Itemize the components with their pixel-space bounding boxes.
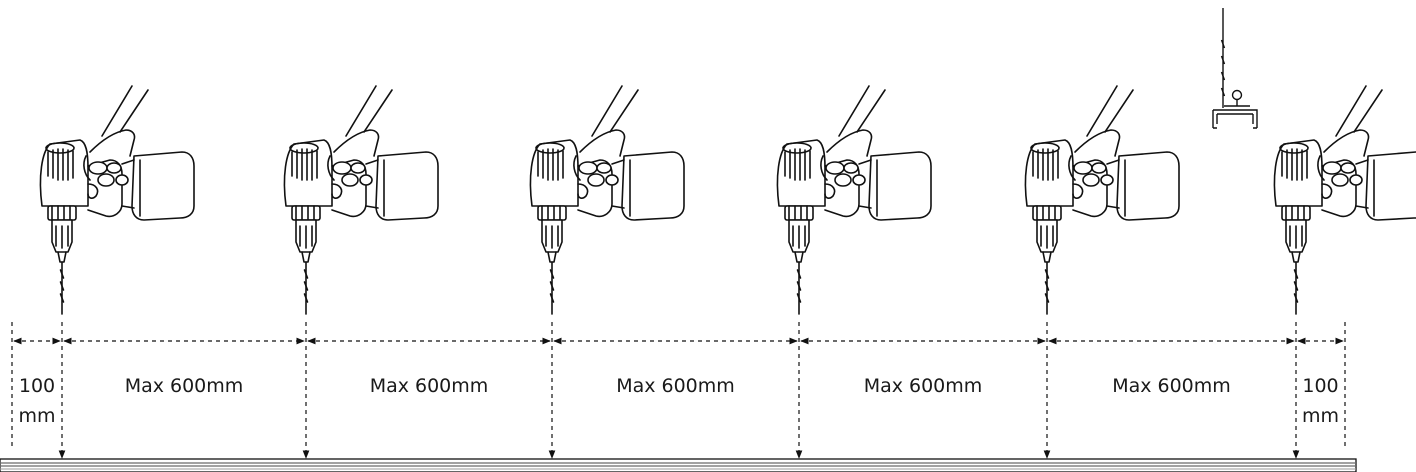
dimension-lines [11,322,1346,459]
drill-icon [776,85,932,315]
track-rail [0,458,1357,472]
drill-icon [39,85,195,315]
drill-icon [283,85,439,315]
drill-icon [1024,85,1180,315]
drill-row [39,85,1416,315]
drill-icon [529,85,685,315]
span-label-unit: mm [1302,405,1339,427]
span-label: 100 [1302,375,1338,397]
span-label: Max 600mm [1112,375,1231,397]
span-label-unit: mm [18,405,55,427]
drill-icon [1273,85,1416,315]
track-profile-icon [1212,89,1258,129]
drill-bit-icon [1220,8,1226,108]
span-label: 100 [19,375,55,397]
span-label: Max 600mm [864,375,983,397]
span-label: Max 600mm [616,375,735,397]
span-label: Max 600mm [370,375,489,397]
span-label: Max 600mm [125,375,244,397]
span-labels: 100 mm Max 600mm Max 600mm Max 600mm Max 600m… [18,375,1339,427]
